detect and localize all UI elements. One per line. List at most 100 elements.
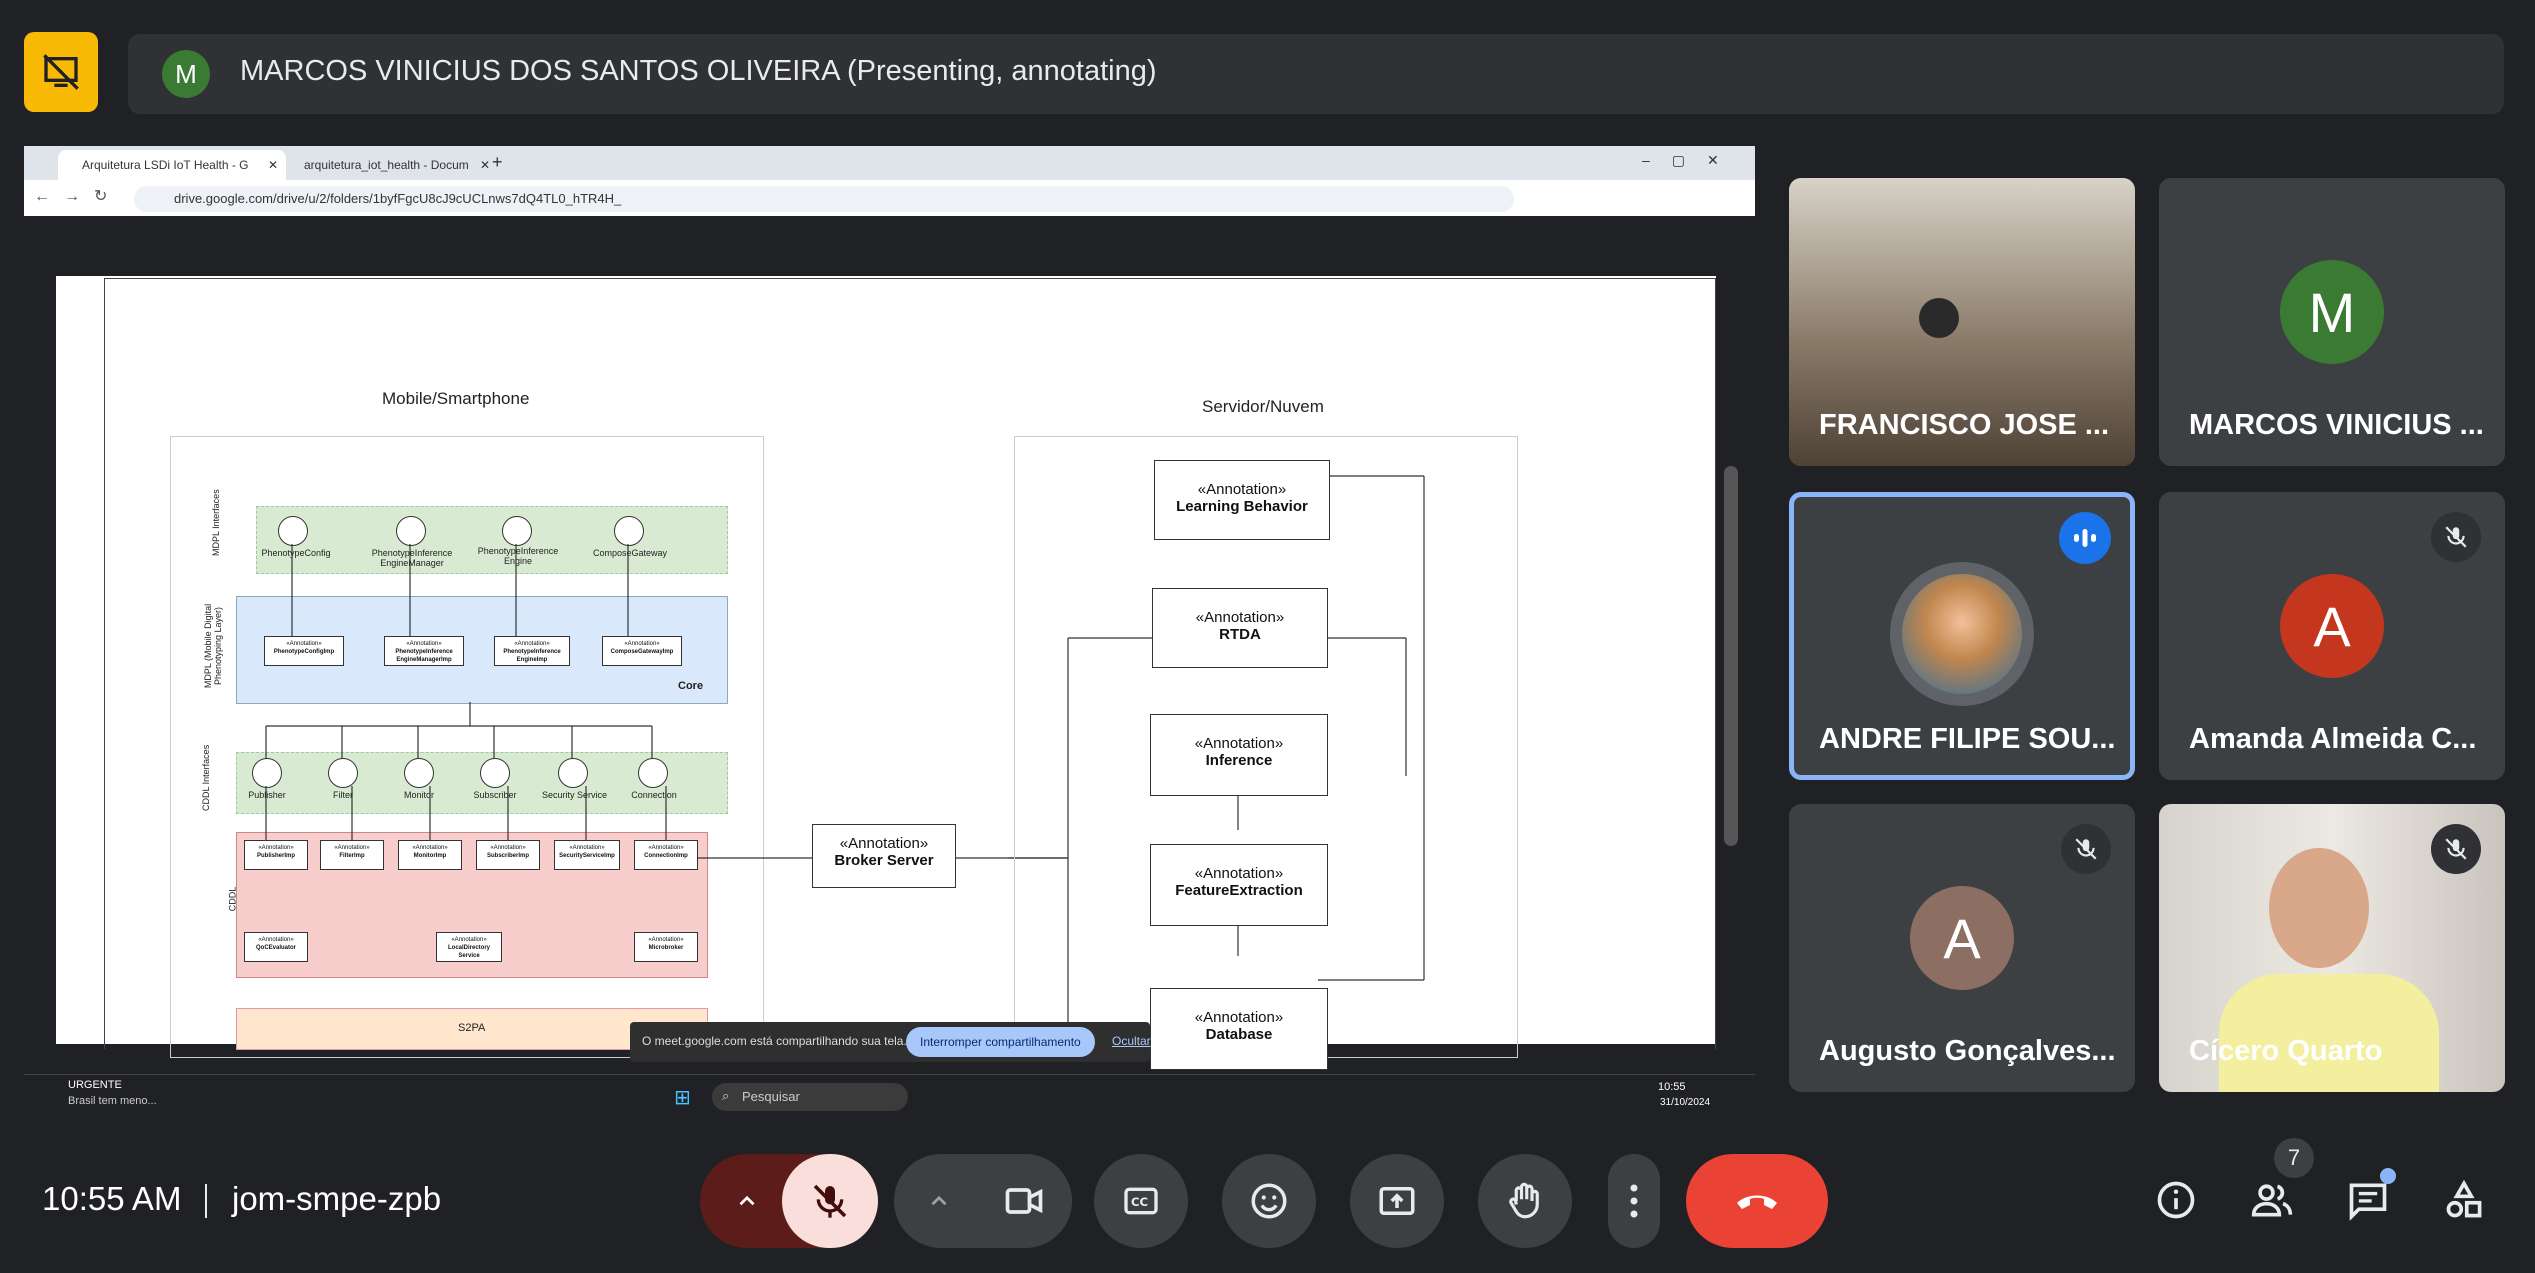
component-box: «Annotation»PhenotypeInference EngineMan… xyxy=(384,636,464,666)
news-subtitle: Brasil tem meno... xyxy=(68,1095,157,1107)
participant-video xyxy=(1789,178,2135,466)
server-component: «Annotation»FeatureExtraction xyxy=(1150,844,1328,926)
participant-name: Amanda Almeida C... xyxy=(2189,723,2477,755)
participant-tile[interactable]: A Amanda Almeida C... xyxy=(2159,492,2505,780)
server-component: «Annotation»Database xyxy=(1150,988,1328,1070)
more-options-button[interactable] xyxy=(1608,1154,1660,1248)
server-title: Servidor/Nuvem xyxy=(1202,397,1324,416)
leave-call-button[interactable] xyxy=(1686,1154,1828,1248)
mobile-title: Mobile/Smartphone xyxy=(382,389,530,408)
component-box: «Annotation»SecurityServiceImp xyxy=(554,840,620,870)
people-count-badge: 7 xyxy=(2274,1138,2314,1178)
close-icon[interactable]: ✕ xyxy=(267,158,278,172)
participant-photo xyxy=(1902,574,2022,694)
interface-label: PhenotypeInference EngineManager xyxy=(371,548,453,568)
search-icon: ⌕ xyxy=(722,1088,730,1103)
interface-label: Security Service xyxy=(542,790,608,800)
participant-tile-speaking[interactable]: ANDRE FILIPE SOU... xyxy=(1789,492,2135,780)
participant-tile[interactable]: M MARCOS VINICIUS ... xyxy=(2159,178,2505,466)
participant-avatar: A xyxy=(1910,886,2014,990)
participant-name: Augusto Gonçalves... xyxy=(1819,1035,2116,1067)
component-box: «Annotation»LocalDirectory Service xyxy=(436,932,502,962)
hide-link[interactable]: Ocultar xyxy=(1112,1034,1151,1048)
interface-circle xyxy=(404,758,434,788)
meeting-code: jom-smpe-zpb xyxy=(232,1180,442,1217)
mic-toggle-button[interactable] xyxy=(782,1154,878,1248)
s2pa-band xyxy=(236,1008,708,1050)
activities-icon xyxy=(2446,1179,2482,1218)
participant-figure xyxy=(1919,298,1959,338)
browser-tab-docs[interactable]: arquitetura_iot_health - Docum ✕ xyxy=(304,158,490,172)
interface-label: Subscriber xyxy=(473,790,517,800)
captions-icon: CC xyxy=(1124,1187,1158,1215)
participant-tile[interactable]: FRANCISCO JOSE ... xyxy=(1789,178,2135,466)
presenter-banner xyxy=(128,34,2504,114)
camera-icon xyxy=(1005,1188,1043,1214)
presenter-avatar: M xyxy=(162,50,210,98)
server-component: «Annotation»Learning Behavior xyxy=(1154,460,1330,540)
interface-label: ComposeGateway xyxy=(592,548,668,558)
diagram-connectors xyxy=(265,475,1425,1044)
layer-label: S2PA xyxy=(458,1022,486,1034)
present-button[interactable] xyxy=(1350,1154,1444,1248)
component-box: «Annotation»PhenotypeInference EngineImp xyxy=(494,636,570,666)
core-label: Core xyxy=(678,680,704,692)
taskbar-date: 31/10/2024 xyxy=(1660,1097,1711,1108)
stop-sharing-button[interactable]: Interromper compartilhamento xyxy=(906,1027,1095,1057)
reactions-button[interactable] xyxy=(1222,1154,1316,1248)
info-icon xyxy=(2157,1181,2195,1219)
nav-buttons[interactable]: ←→↻ xyxy=(34,188,122,205)
taskbar-time: 10:55 xyxy=(1658,1081,1686,1093)
share-notice-bar: O meet.google.com está compartilhando su… xyxy=(630,1022,1151,1062)
participant-shirt xyxy=(2219,974,2439,1092)
mic-off-icon xyxy=(2431,824,2481,874)
raise-hand-button[interactable] xyxy=(1478,1154,1572,1248)
shared-screen: Arquitetura LSDi IoT Health - G ✕ arquit… xyxy=(24,146,1755,1116)
window-controls[interactable]: –▢✕ xyxy=(1642,152,1741,168)
captions-button[interactable]: CC xyxy=(1094,1154,1188,1248)
people-button[interactable]: 7 xyxy=(2244,1138,2314,1228)
search-placeholder: Pesquisar xyxy=(742,1089,800,1104)
scrollbar[interactable] xyxy=(1724,466,1738,846)
emoji-icon xyxy=(1251,1183,1287,1219)
divider xyxy=(205,1184,207,1218)
taskbar-search[interactable]: ⌕ Pesquisar xyxy=(712,1083,908,1111)
svg-text:CC: CC xyxy=(1131,1195,1148,1209)
activities-button[interactable] xyxy=(2436,1172,2492,1228)
end-call-icon xyxy=(1737,1195,1777,1209)
mic-off-icon xyxy=(2431,512,2481,562)
interface-label: Filter xyxy=(333,790,353,800)
participant-avatar: M xyxy=(2280,260,2384,364)
component-box: «Annotation»SubscriberImp xyxy=(476,840,540,870)
browser-tab-drive[interactable]: Arquitetura LSDi IoT Health - G ✕ xyxy=(58,150,286,180)
interface-circle xyxy=(558,758,588,788)
participant-name: Cícero Quarto xyxy=(2189,1035,2383,1067)
more-vert-icon xyxy=(1630,1184,1638,1218)
present-off-icon[interactable] xyxy=(24,32,98,112)
diagram-page: Mobile/Smartphone Servidor/Nuvem Phenoty… xyxy=(56,276,1716,1070)
participant-tile[interactable]: A Augusto Gonçalves... xyxy=(1789,804,2135,1092)
meeting-info-button[interactable] xyxy=(2148,1172,2204,1228)
camera-button[interactable] xyxy=(976,1154,1072,1248)
close-icon[interactable]: ✕ xyxy=(479,158,490,172)
chat-icon xyxy=(2349,1183,2387,1221)
chat-button[interactable] xyxy=(2340,1168,2396,1228)
news-title[interactable]: URGENTE xyxy=(68,1079,122,1091)
component-box: «Annotation»MonitorImp xyxy=(398,840,462,870)
video-options-button[interactable] xyxy=(894,1154,984,1248)
interface-circle xyxy=(638,758,668,788)
participant-tile[interactable]: Cícero Quarto xyxy=(2159,804,2505,1092)
new-tab-icon[interactable]: + xyxy=(492,152,503,172)
participant-name: ANDRE FILIPE SOU... xyxy=(1819,723,2116,755)
component-box: «Annotation»ComposeGatewayImp xyxy=(602,636,682,666)
audio-options-button[interactable] xyxy=(700,1154,794,1248)
people-icon xyxy=(2251,1184,2293,1217)
interface-label: Connection xyxy=(631,790,677,800)
interface-circle xyxy=(480,758,510,788)
url-input[interactable]: drive.google.com/drive/u/2/folders/1byfF… xyxy=(134,186,1514,212)
windows-start-icon[interactable]: ⊞ xyxy=(674,1087,691,1109)
component-box: «Annotation»ConnectionImp xyxy=(634,840,698,870)
component-box: «Annotation»PhenotypeConfigImp xyxy=(264,636,344,666)
interface-circle xyxy=(614,516,644,546)
component-box: «Annotation»QoCEvaluator xyxy=(244,932,308,962)
